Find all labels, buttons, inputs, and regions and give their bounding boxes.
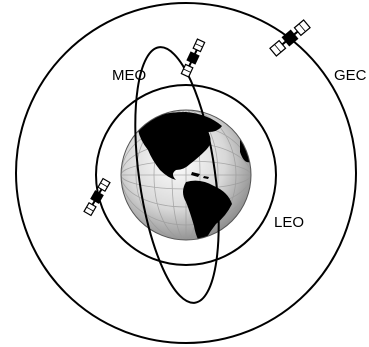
meo-label: MEO (112, 67, 146, 84)
geo-label: GEC (334, 67, 367, 84)
satellite-icon (180, 39, 205, 78)
leo-label: LEO (274, 214, 304, 231)
earth-globe-icon (121, 110, 251, 246)
